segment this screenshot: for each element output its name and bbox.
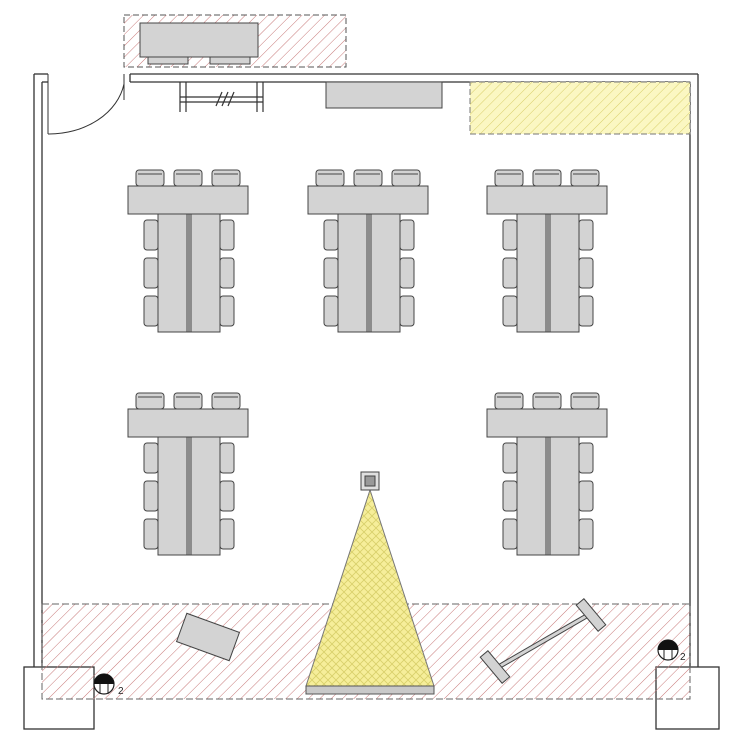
chair — [219, 442, 235, 474]
chair — [143, 219, 159, 251]
chair — [211, 169, 241, 187]
desk — [516, 436, 549, 556]
chair — [173, 169, 203, 187]
chair — [135, 169, 165, 187]
desk — [157, 436, 190, 556]
camera-label-right: 2 — [680, 652, 686, 663]
whiteboard-icon — [325, 81, 443, 109]
chair — [578, 295, 594, 327]
top-storage-zone — [123, 14, 347, 68]
camera-icon-left[interactable]: 2 — [93, 673, 124, 697]
desk — [516, 213, 549, 333]
chair — [315, 169, 345, 187]
chair — [353, 169, 383, 187]
chair — [143, 442, 159, 474]
chair — [219, 518, 235, 550]
chair — [399, 295, 415, 327]
desk — [547, 436, 580, 556]
chair — [502, 257, 518, 289]
chair — [219, 480, 235, 512]
chair — [211, 392, 241, 410]
chair — [219, 219, 235, 251]
camera-icon-right[interactable]: 2 — [657, 639, 686, 663]
chair — [494, 169, 524, 187]
table-group[interactable] — [486, 169, 608, 333]
desk — [157, 213, 190, 333]
chair — [143, 257, 159, 289]
chair — [143, 518, 159, 550]
chair — [570, 169, 600, 187]
top-right-zone — [469, 81, 691, 135]
desk — [368, 213, 401, 333]
shelf-rack — [179, 82, 264, 112]
door-icon[interactable] — [47, 74, 125, 135]
chair — [578, 442, 594, 474]
table-groups — [127, 169, 608, 556]
table-group[interactable] — [127, 392, 249, 556]
chair — [399, 219, 415, 251]
desk — [188, 213, 221, 333]
head-table — [127, 408, 249, 438]
chair — [502, 442, 518, 474]
chair — [532, 392, 562, 410]
chair — [135, 392, 165, 410]
chair — [391, 169, 421, 187]
head-table — [307, 185, 429, 215]
boom-stand — [479, 598, 607, 684]
head-table — [486, 408, 608, 438]
chair — [399, 257, 415, 289]
desk — [337, 213, 370, 333]
chair — [502, 480, 518, 512]
chair — [219, 257, 235, 289]
table-group[interactable] — [307, 169, 429, 333]
chair — [578, 257, 594, 289]
chair — [219, 295, 235, 327]
tilted-cabinet — [175, 612, 241, 662]
chair — [323, 295, 339, 327]
chair — [502, 295, 518, 327]
chair — [323, 219, 339, 251]
desk — [547, 213, 580, 333]
chair — [502, 219, 518, 251]
chair — [143, 295, 159, 327]
camera-label-left: 2 — [118, 686, 124, 697]
table-group[interactable] — [486, 392, 608, 556]
chair — [502, 518, 518, 550]
chair — [570, 392, 600, 410]
chair — [578, 219, 594, 251]
chair — [578, 518, 594, 550]
table-group[interactable] — [127, 169, 249, 333]
chair — [578, 480, 594, 512]
chair — [323, 257, 339, 289]
head-table — [486, 185, 608, 215]
chair — [494, 392, 524, 410]
projection-zone — [305, 488, 435, 695]
head-table — [127, 185, 249, 215]
chair — [173, 392, 203, 410]
desk — [188, 436, 221, 556]
projector-icon[interactable] — [360, 471, 380, 491]
chair — [532, 169, 562, 187]
chair — [143, 480, 159, 512]
